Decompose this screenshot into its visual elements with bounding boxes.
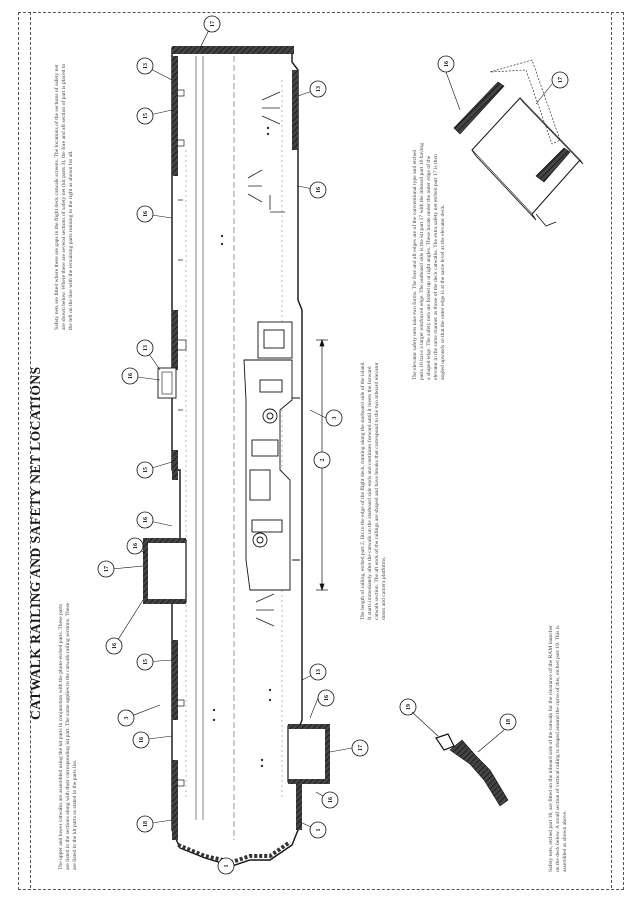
port-elevator xyxy=(143,538,187,604)
etched-part-16 xyxy=(453,81,505,135)
callout-label: 3 xyxy=(332,417,338,420)
callout-label: 1 xyxy=(316,829,322,832)
etched-part-19 xyxy=(435,733,455,751)
port-catwalk-stern xyxy=(172,760,178,840)
callout-label: 18 xyxy=(143,821,149,827)
callout-label: 15 xyxy=(143,467,149,473)
callout-label: 16 xyxy=(128,373,134,379)
callout-bubble xyxy=(136,815,154,833)
etched-part-18 xyxy=(449,739,509,807)
bow-catwalk xyxy=(172,46,294,54)
callout-label: 17 xyxy=(358,745,364,751)
port-sponson-platform xyxy=(157,367,177,399)
callout-label: 1 xyxy=(224,865,230,868)
callout-label: 13 xyxy=(316,86,322,92)
callout-bubble xyxy=(399,698,417,716)
sheet-border-outer xyxy=(18,12,624,890)
callout-bubble xyxy=(97,560,115,578)
callout-label: 16 xyxy=(133,543,139,549)
callout-bubble xyxy=(321,791,339,809)
callout-bubble xyxy=(117,709,135,727)
callout-bubble xyxy=(136,339,154,357)
callout-bubbles xyxy=(97,15,569,875)
callout-label: 16 xyxy=(444,61,450,67)
port-catwalk-mid xyxy=(172,310,178,370)
callout-bubble xyxy=(121,367,139,385)
callout-label: 19 xyxy=(406,704,412,710)
callout-label: 16 xyxy=(328,797,334,803)
callout-label: 17 xyxy=(104,566,110,572)
callout-label: 2 xyxy=(320,459,326,462)
callout-bubble xyxy=(309,663,327,681)
elevator-detail xyxy=(445,59,584,227)
callout-label: 16 xyxy=(316,187,322,193)
callout-label: 18 xyxy=(506,719,512,725)
stbd-catwalk-aft xyxy=(296,740,302,830)
callout-label: 13 xyxy=(143,345,149,351)
callout-label: 15 xyxy=(143,113,149,119)
callout-bubble xyxy=(351,739,369,757)
callout-label: 16 xyxy=(143,211,149,217)
callout-label: 16 xyxy=(143,517,149,523)
callout-label: 13 xyxy=(316,669,322,675)
callout-bubble xyxy=(309,181,327,199)
callout-label: 16 xyxy=(112,643,118,649)
etched-part-17 xyxy=(535,147,571,183)
callout-bubble xyxy=(309,821,327,839)
callout-bubble xyxy=(136,511,154,529)
callout-bubble xyxy=(136,107,154,125)
callout-label: 16 xyxy=(324,695,330,701)
sheet-border-inner xyxy=(30,12,612,888)
port-catwalk-aft xyxy=(172,640,178,720)
callout-bubble xyxy=(136,57,154,75)
callout-bubble xyxy=(203,15,221,33)
callout-labels: 17 13 15 16 13 16 15 16 16 17 16 15 3 16… xyxy=(104,21,564,868)
callout-label: 16 xyxy=(139,737,145,743)
callout-label: 3 xyxy=(124,717,130,720)
callout-label: 17 xyxy=(558,77,564,83)
stbd-elevator xyxy=(287,724,330,784)
callout-bubble xyxy=(217,857,235,875)
callout-label: 15 xyxy=(143,659,149,665)
callout-bubble xyxy=(309,80,327,98)
callout-bubble xyxy=(551,71,569,89)
callout-bubble xyxy=(136,653,154,671)
callout-bubble xyxy=(325,409,343,427)
callout-bubble xyxy=(136,205,154,223)
callout-label: 13 xyxy=(143,63,149,69)
callout-bubble xyxy=(105,637,123,655)
callout-bubble xyxy=(132,731,150,749)
callout-label: 17 xyxy=(210,21,216,27)
island xyxy=(243,321,300,591)
stbd-catwalk-fwd xyxy=(292,70,298,150)
callout-bubble xyxy=(126,537,144,555)
callout-bubble xyxy=(313,451,331,469)
callout-bubble xyxy=(317,689,335,707)
flight-deck xyxy=(171,46,303,867)
port-catwalk-fwd xyxy=(172,56,178,176)
callout-bubble xyxy=(499,713,517,731)
stern-catwalk xyxy=(177,840,292,865)
callout-bubble xyxy=(136,461,154,479)
port-catwalk-sponson xyxy=(172,450,178,480)
safety-net-detail xyxy=(411,711,509,807)
